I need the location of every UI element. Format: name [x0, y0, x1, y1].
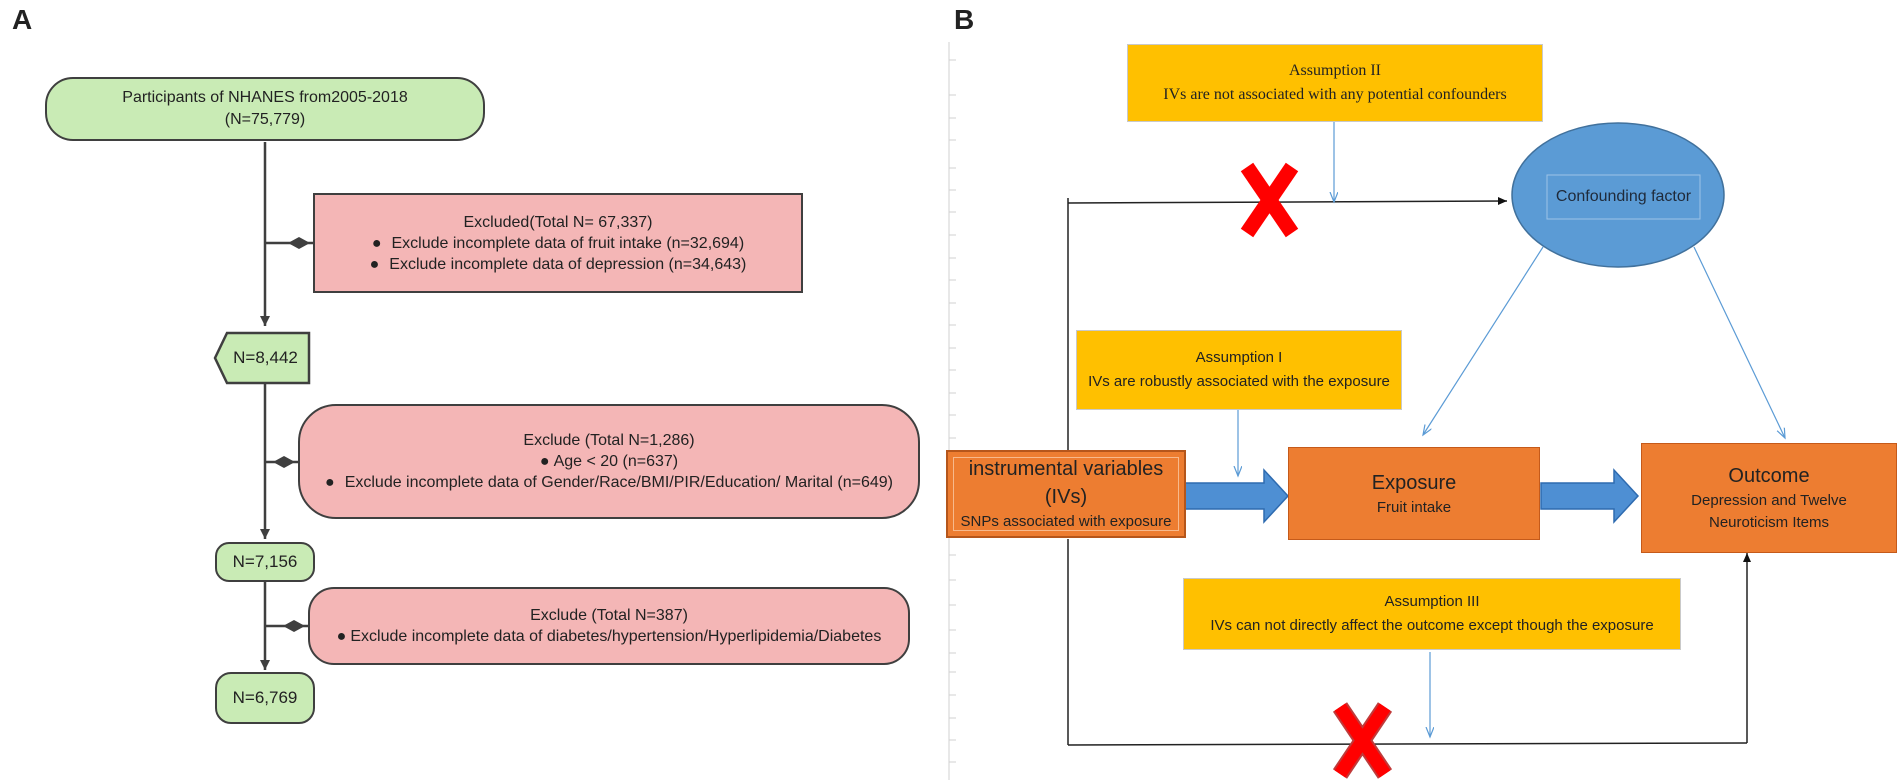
diamond-connector-icon	[265, 456, 298, 468]
count-box-2: N=7,156	[215, 542, 315, 582]
block-arrow-icon	[1184, 468, 1290, 524]
assumption-pointer-arrows	[1238, 120, 1785, 737]
assumption-3-box: Assumption III IVs can not directly affe…	[1183, 578, 1681, 650]
assumption-2-text: IVs are not associated with any potentia…	[1163, 86, 1507, 103]
exclusion-2-title: Exclude (Total N=1,286)	[523, 432, 695, 449]
count-hexagon-1	[213, 331, 311, 385]
iv-title: instrumental variables (IVs)	[968, 458, 1164, 508]
exclusion-box-3: Exclude (Total N=387) ●Exclude incomplet…	[308, 587, 910, 665]
iv-box: instrumental variables (IVs) SNPs associ…	[946, 450, 1186, 538]
diamond-connector-icon	[265, 237, 313, 249]
diamond-connector-icon	[265, 620, 308, 632]
bullet-icon: ●	[325, 474, 335, 491]
ruler-edge	[948, 42, 956, 780]
red-cross-icon	[1332, 702, 1393, 779]
list-item: ●Exclude incomplete data of fruit intake…	[371, 234, 745, 252]
bullet-icon: ●	[539, 453, 550, 470]
outcome-subtitle: Depression and Twelve Neuroticism Items	[1691, 492, 1847, 531]
confounder-label: Confounding factor	[1555, 188, 1692, 205]
assumption-1-box: Assumption I IVs are robustly associated…	[1076, 330, 1402, 410]
list-item: ●Exclude incomplete data of depression (…	[369, 255, 747, 273]
list-item: ●Exclude incomplete data of Gender/Race/…	[325, 474, 893, 491]
exclusion-box-1: Excluded(Total N= 67,337) ●Exclude incom…	[313, 193, 803, 293]
exposure-box: Exposure Fruit intake	[1288, 447, 1540, 540]
iv-outcome-path	[1067, 539, 1751, 746]
start-box: Participants of NHANES from2005-2018 (N=…	[45, 77, 485, 141]
start-box-line2: (N=75,779)	[224, 111, 306, 128]
assumption-1-title: Assumption I	[1195, 349, 1283, 366]
exposure-subtitle: Fruit intake	[1376, 498, 1452, 516]
exclusion-box-2: Exclude (Total N=1,286) ●Age < 20 (n=637…	[298, 404, 920, 519]
iv-subtitle: SNPs associated with exposure	[960, 513, 1172, 530]
count-box-3: N=6,769	[215, 672, 315, 724]
exposure-title: Exposure	[1371, 471, 1457, 494]
bullet-icon: ●	[369, 255, 380, 273]
confounder-label-frame	[1546, 174, 1701, 220]
block-arrow-icon	[1540, 468, 1640, 524]
assumption-2-title: Assumption II	[1289, 62, 1381, 79]
bullet-icon: ●	[336, 628, 347, 645]
outcome-title: Outcome	[1728, 465, 1810, 487]
assumption-2-box: Assumption II IVs are not associated wit…	[1127, 44, 1543, 122]
list-item: ●Age < 20 (n=637)	[539, 453, 679, 470]
red-cross-icon	[1240, 162, 1299, 238]
panel-label-a: A	[12, 4, 33, 35]
start-box-line1: Participants of NHANES from2005-2018	[122, 89, 408, 106]
list-item: ●Exclude incomplete data of diabetes/hyp…	[336, 628, 882, 645]
outcome-box: Outcome Depression and Twelve Neuroticis…	[1641, 443, 1897, 553]
confounder-ellipse	[1511, 122, 1725, 268]
assumption-3-title: Assumption III	[1384, 593, 1480, 610]
count-label-1: N=8,442	[233, 348, 298, 367]
bullet-icon: ●	[371, 234, 382, 252]
iv-confounder-path	[1067, 197, 1508, 456]
assumption-3-text: IVs can not directly affect the outcome …	[1210, 617, 1654, 634]
panel-label-b: B	[954, 4, 975, 35]
exclusion-3-title: Exclude (Total N=387)	[530, 607, 688, 624]
assumption-1-text: IVs are robustly associated with the exp…	[1088, 373, 1390, 390]
exclusion-1-title: Excluded(Total N= 67,337)	[463, 213, 653, 231]
